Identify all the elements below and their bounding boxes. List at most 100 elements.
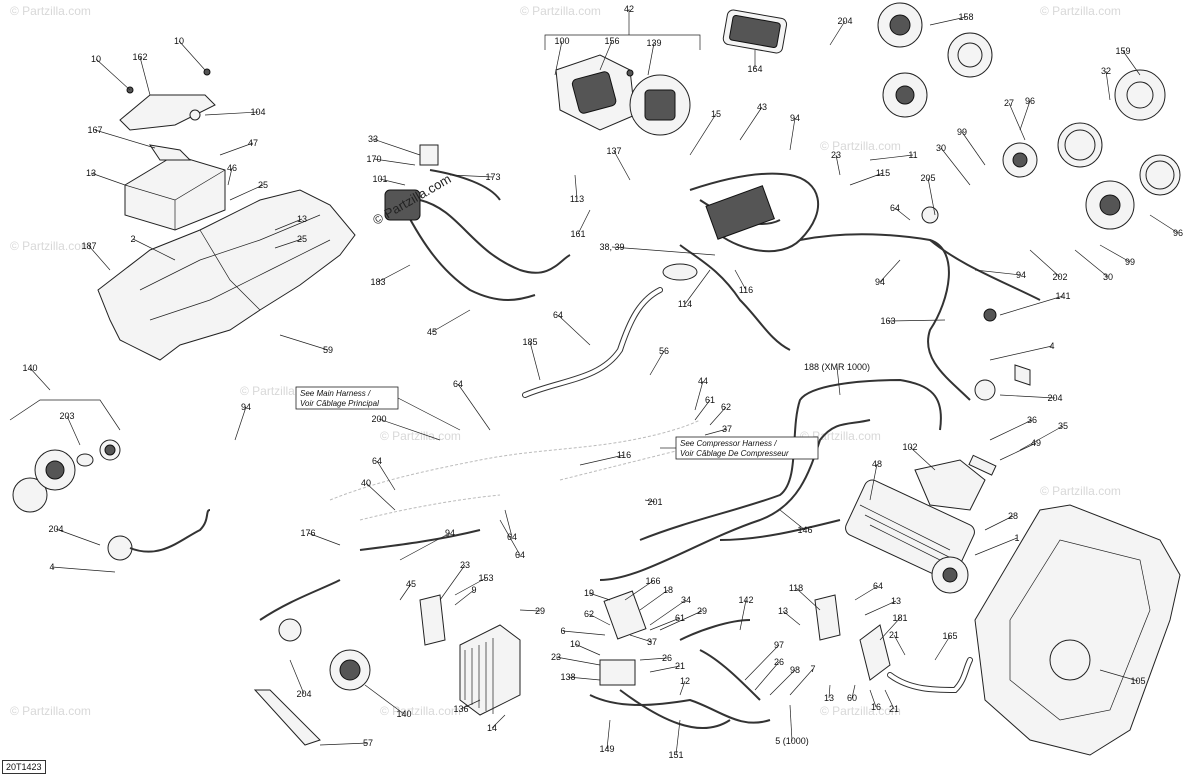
- callout-label: 200: [371, 414, 386, 424]
- callout-label: 25: [297, 234, 307, 244]
- callout-leader: [679, 680, 686, 696]
- callout-label: 28: [1008, 511, 1018, 521]
- callout-leader: [577, 209, 591, 235]
- callout-label: 96: [1173, 228, 1183, 238]
- callout-label: 140: [22, 363, 37, 373]
- callout-leader: [835, 154, 841, 176]
- callout-leader: [869, 463, 878, 501]
- callout-leader: [849, 172, 884, 186]
- callout-label: 94: [790, 113, 800, 123]
- callout-leader: [229, 184, 264, 201]
- callout-leader: [836, 366, 841, 396]
- callout-label: 12: [680, 676, 690, 686]
- callout-label: 42: [624, 4, 634, 14]
- main-harness-part: [679, 172, 1041, 401]
- right-connectors-part: [921, 206, 1031, 476]
- callout-leader: [744, 644, 780, 681]
- callout-label: 158: [958, 12, 973, 22]
- callout-label: 32: [1101, 66, 1111, 76]
- callout-leader: [606, 719, 611, 750]
- gauge-module-part: [544, 34, 701, 136]
- callout-leader: [934, 635, 951, 661]
- callout-label: 94: [875, 277, 885, 287]
- callout-leader: [319, 742, 369, 746]
- callout-leader: [90, 172, 126, 186]
- callout-leader: [55, 528, 101, 546]
- watermark-text: © Partzilla.com: [10, 4, 91, 18]
- callout-label: 64: [515, 550, 525, 560]
- callout-label: 7: [810, 664, 815, 674]
- callout-label: 156: [604, 36, 619, 46]
- callout-label: 62: [584, 609, 594, 619]
- callout-label: 1: [1014, 533, 1019, 543]
- callout-label: 18: [663, 585, 673, 595]
- callout-label: 36: [1027, 415, 1037, 425]
- callout-label: 46: [227, 163, 237, 173]
- watermark-layer: © Partzilla.com © Partzilla.com © Partzill…: [10, 4, 1121, 718]
- callout-leader: [364, 684, 405, 715]
- callout-label: 43: [757, 102, 767, 112]
- callout-leader: [1105, 70, 1111, 101]
- callout-label: 181: [892, 613, 907, 623]
- callout-label: 153: [478, 573, 493, 583]
- callout-leader: [869, 689, 877, 708]
- callout-leader: [974, 269, 1022, 276]
- callout-leader: [379, 178, 406, 186]
- callout-label: 57: [363, 738, 373, 748]
- callout-label: 204: [48, 524, 63, 534]
- callout-label: 201: [647, 497, 662, 507]
- callout-label: 26: [774, 657, 784, 667]
- callout-leader: [599, 40, 613, 71]
- callout-label: 35: [1058, 421, 1068, 431]
- callout-leader: [588, 613, 611, 626]
- callout-leader: [894, 207, 911, 221]
- callout-leader: [88, 245, 111, 271]
- callout-leader: [613, 150, 631, 181]
- callout-label: 61: [705, 395, 715, 405]
- callout-label: 188 (XMR 1000): [804, 362, 870, 372]
- callout-label: 60: [847, 693, 857, 703]
- callout-leader: [454, 577, 487, 596]
- callout-label: 94: [1016, 270, 1026, 280]
- callout-label: 163: [880, 316, 895, 326]
- callout-label: 101: [372, 174, 387, 184]
- callout-leader: [307, 532, 341, 546]
- callout-label: 2: [130, 234, 135, 244]
- callout-label: 37: [647, 637, 657, 647]
- callout-leader: [689, 113, 717, 156]
- callout-leader: [1099, 244, 1131, 263]
- callout-leader: [694, 399, 711, 421]
- callout-label: 13: [891, 596, 901, 606]
- callout-leader: [999, 295, 1064, 316]
- diagram-code: 20T1423: [2, 760, 46, 774]
- callout-leader: [694, 380, 704, 411]
- callout-leader: [574, 174, 578, 200]
- callout-label: 5 (1000): [775, 736, 809, 746]
- callout-leader: [1099, 669, 1139, 682]
- callout-label: 64: [507, 532, 517, 542]
- callout-label: 11: [908, 150, 917, 160]
- callout-label: 96: [1025, 96, 1035, 106]
- callout-leader: [51, 566, 116, 573]
- callout-label: 140: [396, 709, 411, 719]
- callout-leader: [1074, 249, 1109, 278]
- watermark-text: © Partzilla.com: [1040, 484, 1121, 498]
- callout-label: 62: [721, 402, 731, 412]
- callout-label: 13: [297, 214, 307, 224]
- callout-label: 21: [675, 661, 685, 671]
- callout-label: 138: [560, 672, 575, 682]
- callout-label: 203: [59, 411, 74, 421]
- callout-leader: [1019, 425, 1064, 451]
- watermark-text: © Partzilla.com: [380, 704, 461, 718]
- callout-label: 30: [936, 143, 946, 153]
- callout-label: 29: [535, 606, 545, 616]
- callout-label: 45: [406, 579, 416, 589]
- callout-leader: [1122, 50, 1141, 76]
- callout-leader: [460, 699, 481, 710]
- callout-leader: [94, 129, 156, 149]
- callout-leader: [659, 610, 703, 631]
- callout-leader: [431, 309, 471, 333]
